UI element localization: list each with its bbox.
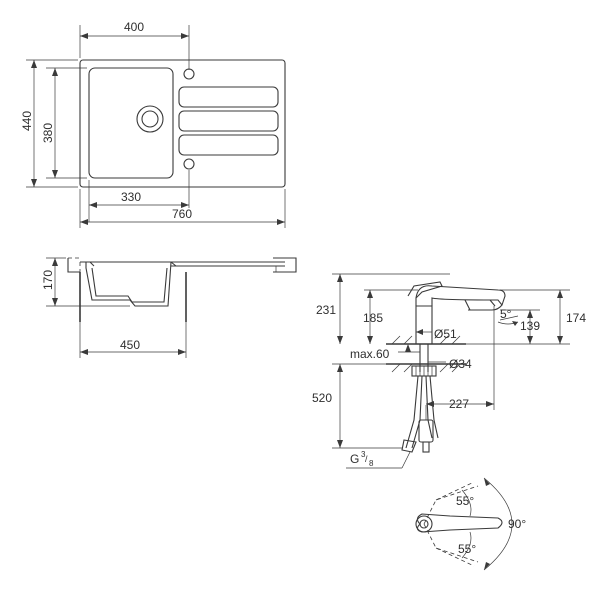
dim-174-label: 174 (566, 311, 586, 325)
dim-170-label: 170 (41, 270, 55, 290)
dim-34-label: Ø34 (449, 357, 472, 371)
thread-fraction-slash: / (365, 454, 368, 464)
faucet-rotation-view (415, 477, 513, 571)
thread-fraction-den: 8 (369, 459, 374, 468)
dim-139-label: 139 (520, 319, 540, 333)
dim-51-label: Ø51 (434, 327, 457, 341)
faucet-side-view (332, 273, 570, 469)
dim-5deg-label: 5° (500, 307, 512, 321)
dim-max60-label: max.60 (350, 347, 390, 361)
dim-231-label: 231 (316, 303, 336, 317)
angle-swivel-label: 90° (508, 517, 526, 531)
sink-section-view (46, 257, 297, 358)
dim-185-label: 185 (363, 311, 383, 325)
dim-400-label: 400 (124, 20, 144, 34)
dim-330-label: 330 (121, 190, 141, 204)
dim-227-label: 227 (449, 397, 469, 411)
thread-fraction-num: 3 (361, 450, 366, 459)
dim-380-label: 380 (41, 123, 55, 143)
dim-450-label: 450 (120, 338, 140, 352)
dim-760-label: 760 (172, 207, 192, 221)
sink-top-view (26, 25, 286, 228)
dim-520-label: 520 (312, 391, 332, 405)
dim-440-label: 440 (20, 111, 34, 131)
angle-upper-label: 55° (456, 494, 474, 508)
thread-g-label: G (350, 452, 359, 466)
angle-lower-label: 55° (458, 542, 476, 556)
